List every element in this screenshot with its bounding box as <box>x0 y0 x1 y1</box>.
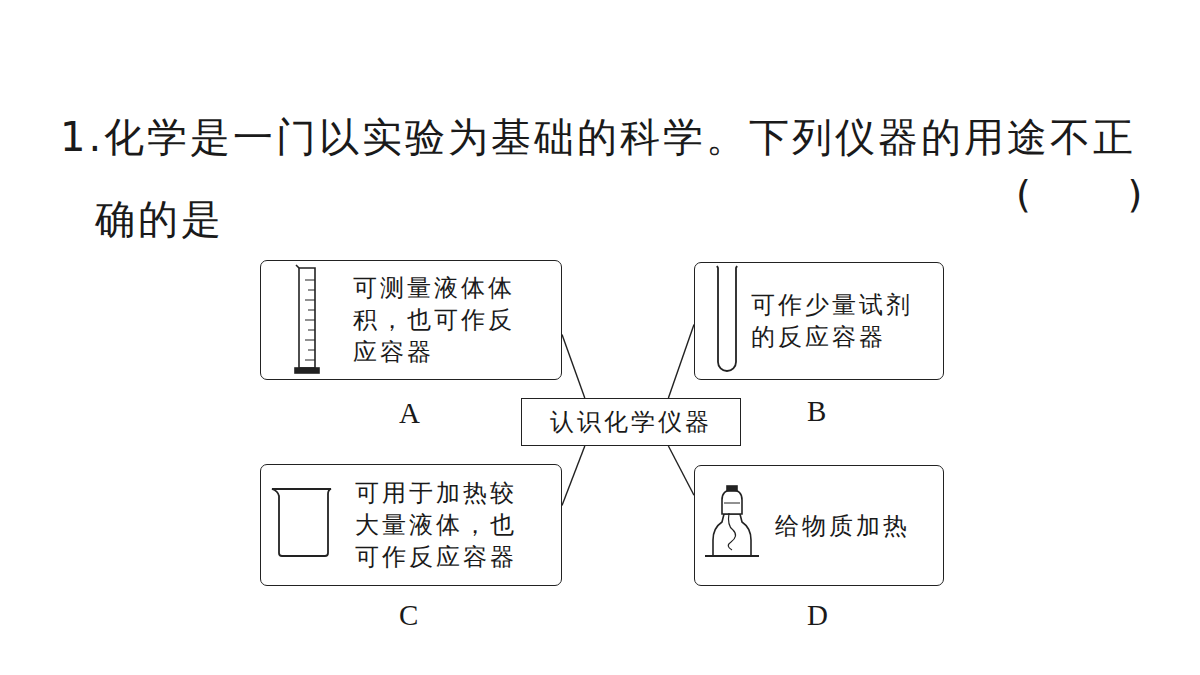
node-text: 可作少量试剂的反应容器 <box>751 289 921 353</box>
center-topic-box: 认识化学仪器 <box>521 398 741 446</box>
connector-line <box>668 446 694 495</box>
option-letter: A <box>399 397 420 430</box>
option-letter: D <box>807 599 828 632</box>
option-letter: B <box>807 395 826 428</box>
alcohol-lamp <box>705 486 759 556</box>
graduated-cylinder <box>295 265 319 373</box>
node-text: 认识化学仪器 <box>550 406 712 438</box>
instrument-box: 可测量液体体积，也可作反应容器 <box>260 260 562 380</box>
test-tube <box>717 266 737 371</box>
question-text: 1.化学是一门以实验为基础的科学。下列仪器的用途不正确的是 <box>60 96 1145 260</box>
node-text: 可测量液体体积，也可作反应容器 <box>353 272 523 368</box>
connector-line <box>668 325 694 398</box>
connector-line <box>562 334 585 398</box>
beaker <box>272 489 331 556</box>
answer-bracket: ( ) <box>1016 172 1142 216</box>
option-letter: C <box>399 599 418 632</box>
node-text: 可用于加热较大量液体，也可作反应容器 <box>355 477 525 573</box>
instrument-box: 给物质加热 <box>694 465 944 586</box>
instrument-box: 可作少量试剂的反应容器 <box>694 262 944 380</box>
instrument-box: 可用于加热较大量液体，也可作反应容器 <box>260 464 562 586</box>
connector-line <box>562 446 585 505</box>
node-text: 给物质加热 <box>775 510 910 542</box>
